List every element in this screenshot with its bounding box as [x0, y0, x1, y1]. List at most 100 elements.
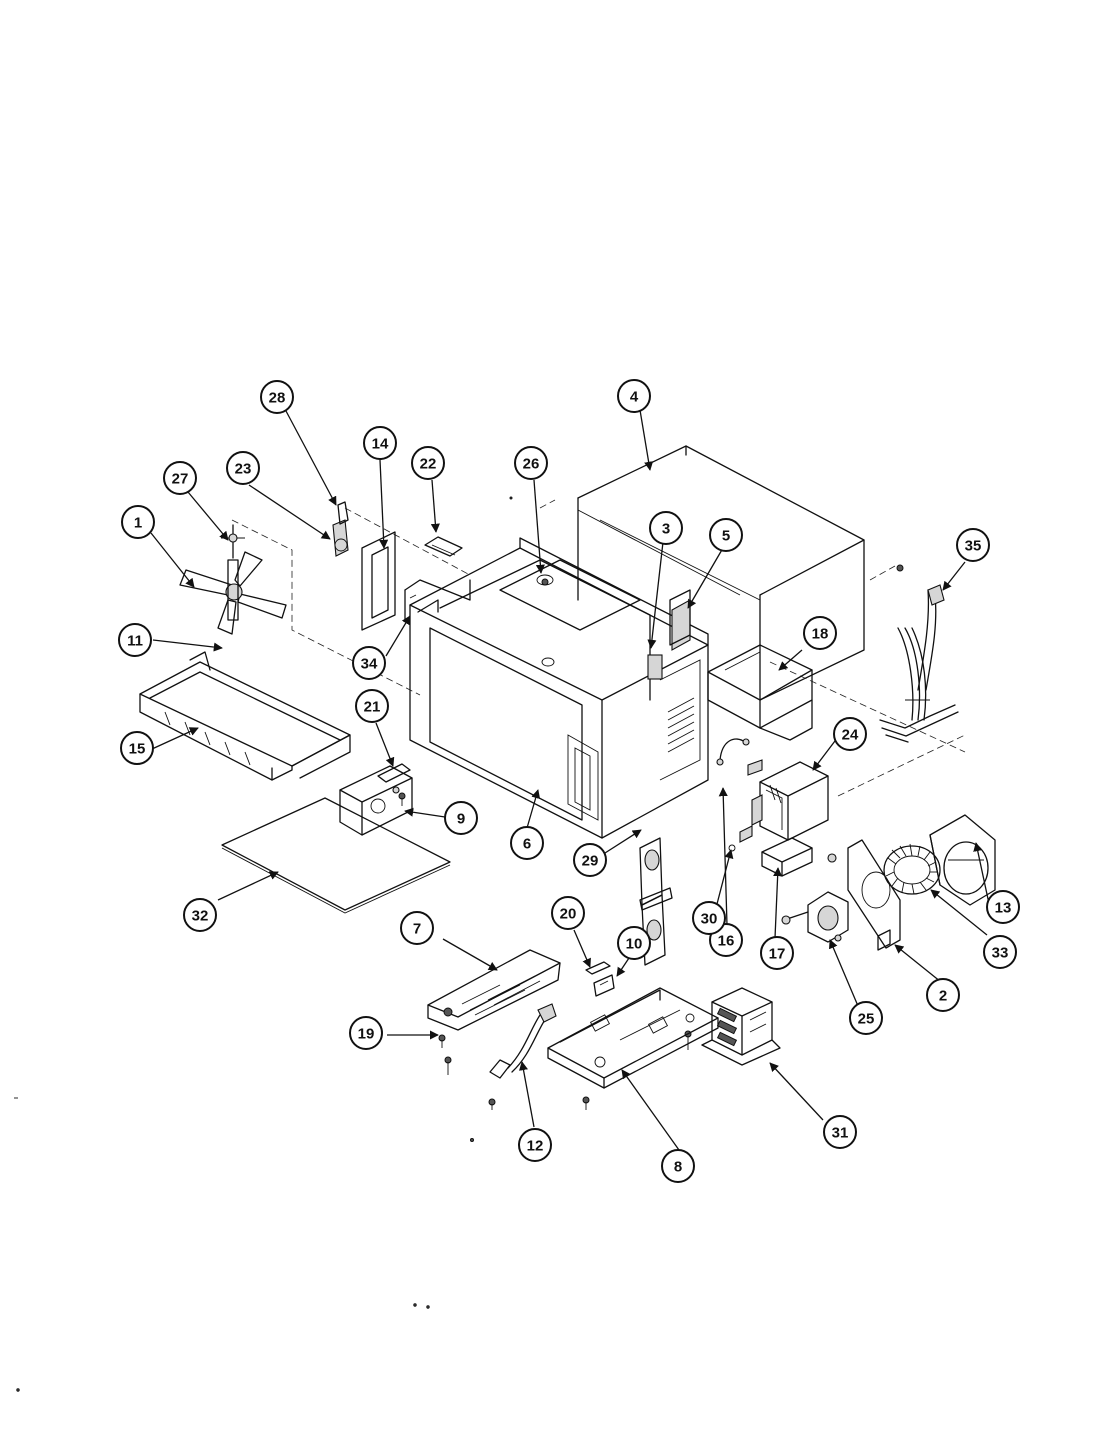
- callout-circle: [823, 1115, 857, 1149]
- callout-number: 14: [372, 436, 389, 453]
- callout-number: 20: [560, 906, 577, 923]
- interlock-switches: [585, 961, 615, 997]
- callout-circle: [121, 505, 155, 539]
- callout-number: 2: [939, 988, 947, 1005]
- fuse-holder: [728, 825, 813, 877]
- callout-number: 12: [527, 1138, 544, 1155]
- screws: [438, 564, 904, 1142]
- callout-number: 8: [674, 1159, 682, 1176]
- callout-25: 25: [849, 1001, 883, 1035]
- top-brackets: [332, 501, 471, 631]
- magnetron-cover: [707, 644, 813, 741]
- callout-number: 33: [992, 945, 1009, 962]
- callout-number: 1: [134, 515, 142, 532]
- transformer: [701, 987, 781, 1066]
- callout-number: 6: [523, 836, 531, 853]
- fan-motor: [781, 891, 849, 943]
- callout-circle: [163, 461, 197, 495]
- callout-7: 7: [400, 911, 434, 945]
- callout-circle: [226, 451, 260, 485]
- callout-circle: [444, 801, 478, 835]
- callout-circle: [120, 731, 154, 765]
- callout-number: 16: [718, 933, 735, 950]
- callout-4: 4: [617, 379, 651, 413]
- blower-wheel: [883, 843, 941, 895]
- callout-circle: [760, 936, 794, 970]
- callout-number: 32: [192, 908, 209, 925]
- callout-circle: [355, 689, 389, 723]
- callout-number: 31: [832, 1125, 849, 1142]
- callout-32: 32: [183, 898, 217, 932]
- callout-number: 15: [129, 741, 146, 758]
- callout-18: 18: [803, 616, 837, 650]
- callout-22: 22: [411, 446, 445, 480]
- callout-circle: [803, 616, 837, 650]
- callout-11: 11: [118, 623, 152, 657]
- callout-number: 17: [769, 946, 786, 963]
- callout-1: 1: [121, 505, 155, 539]
- callout-3: 3: [649, 511, 683, 545]
- callout-number: 21: [364, 699, 381, 716]
- callout-circle: [849, 1001, 883, 1035]
- callout-circle: [349, 1016, 383, 1050]
- callout-circle: [363, 426, 397, 460]
- fan-blade: [179, 524, 287, 635]
- oven-cavity: [409, 537, 709, 839]
- callout-6: 6: [510, 826, 544, 860]
- callout-number: 11: [127, 633, 143, 650]
- motor-bracket: [847, 839, 901, 951]
- callout-circle: [573, 843, 607, 877]
- callout-circle: [692, 901, 726, 935]
- callout-circle: [118, 623, 152, 657]
- callout-circle: [260, 380, 294, 414]
- callout-number: 23: [235, 461, 252, 478]
- callout-23: 23: [226, 451, 260, 485]
- callout-10: 10: [617, 926, 651, 960]
- callout-circle: [551, 896, 585, 930]
- callout-circle: [518, 1128, 552, 1162]
- callout-19: 19: [349, 1016, 383, 1050]
- callout-number: 27: [172, 471, 189, 488]
- callout-number: 29: [582, 853, 599, 870]
- callout-31: 31: [823, 1115, 857, 1149]
- callout-circle: [411, 446, 445, 480]
- outer-cabinet: [577, 445, 865, 701]
- callout-13: 13: [986, 890, 1020, 924]
- callout-circle: [514, 446, 548, 480]
- callout-circle: [183, 898, 217, 932]
- callout-35: 35: [956, 528, 990, 562]
- callout-number: 3: [662, 521, 670, 538]
- callout-5: 5: [709, 518, 743, 552]
- callout-number: 13: [995, 900, 1012, 917]
- callout-9: 9: [444, 801, 478, 835]
- stray-marks: [14, 496, 513, 1392]
- callout-14: 14: [363, 426, 397, 460]
- power-cord: [489, 1003, 557, 1079]
- callout-30: 30: [692, 901, 726, 935]
- callout-circle: [661, 1149, 695, 1183]
- callout-number: 28: [269, 390, 286, 407]
- blower-housing: [929, 814, 996, 906]
- callout-17: 17: [760, 936, 794, 970]
- callout-28: 28: [260, 380, 294, 414]
- callout-circle: [956, 528, 990, 562]
- callout-circle: [352, 646, 386, 680]
- callout-number: 35: [965, 538, 982, 555]
- small-components: [669, 589, 763, 776]
- callout-number: 25: [858, 1011, 875, 1028]
- callout-number: 34: [361, 656, 378, 673]
- callout-number: 7: [413, 921, 421, 938]
- callout-circle: [510, 826, 544, 860]
- switch-bracket: [377, 763, 411, 806]
- cavity-cover-plate: [221, 797, 451, 914]
- callout-8: 8: [661, 1149, 695, 1183]
- alignment-lines: [231, 499, 966, 797]
- callout-number: 5: [722, 528, 730, 545]
- callout-24: 24: [833, 717, 867, 751]
- callout-12: 12: [518, 1128, 552, 1162]
- callout-34: 34: [352, 646, 386, 680]
- callout-number: 18: [812, 626, 829, 643]
- callout-33: 33: [983, 935, 1017, 969]
